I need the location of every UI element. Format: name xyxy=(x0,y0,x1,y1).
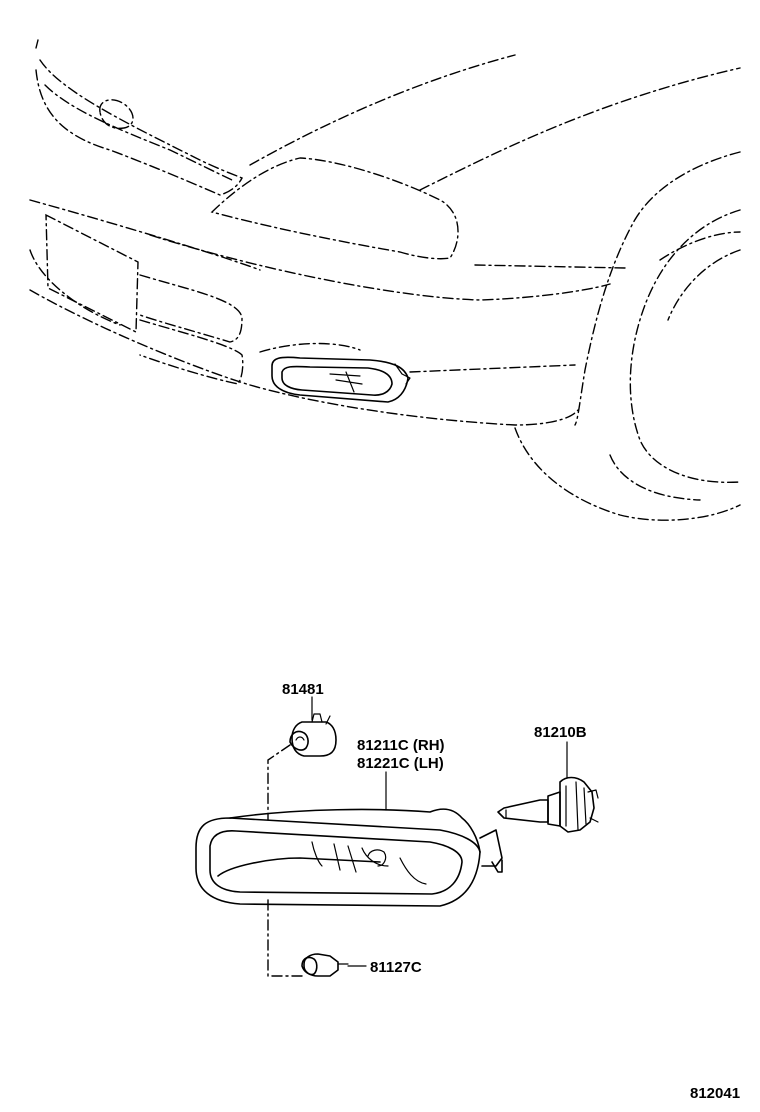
part-label-81127C: 81127C xyxy=(370,959,422,976)
fog-lamp-assembly[interactable] xyxy=(195,808,503,907)
part-label-81221C-lh: 81221C (LH) xyxy=(357,755,444,772)
leader-lamp-to-socket xyxy=(267,899,303,977)
socket-81127C[interactable] xyxy=(301,953,349,977)
bulb-81210B[interactable] xyxy=(497,776,599,833)
figure-id: 812041 xyxy=(690,1085,740,1102)
vehicle-front-outline xyxy=(29,39,741,521)
part-label-81210B: 81210B xyxy=(534,724,587,741)
leader-clip-to-lamp xyxy=(267,744,291,821)
fog-lamp-installed xyxy=(271,356,411,403)
part-label-81211C-rh: 81211C (RH) xyxy=(357,737,445,754)
clip-81481[interactable] xyxy=(289,713,337,757)
part-label-81481: 81481 xyxy=(282,681,324,698)
